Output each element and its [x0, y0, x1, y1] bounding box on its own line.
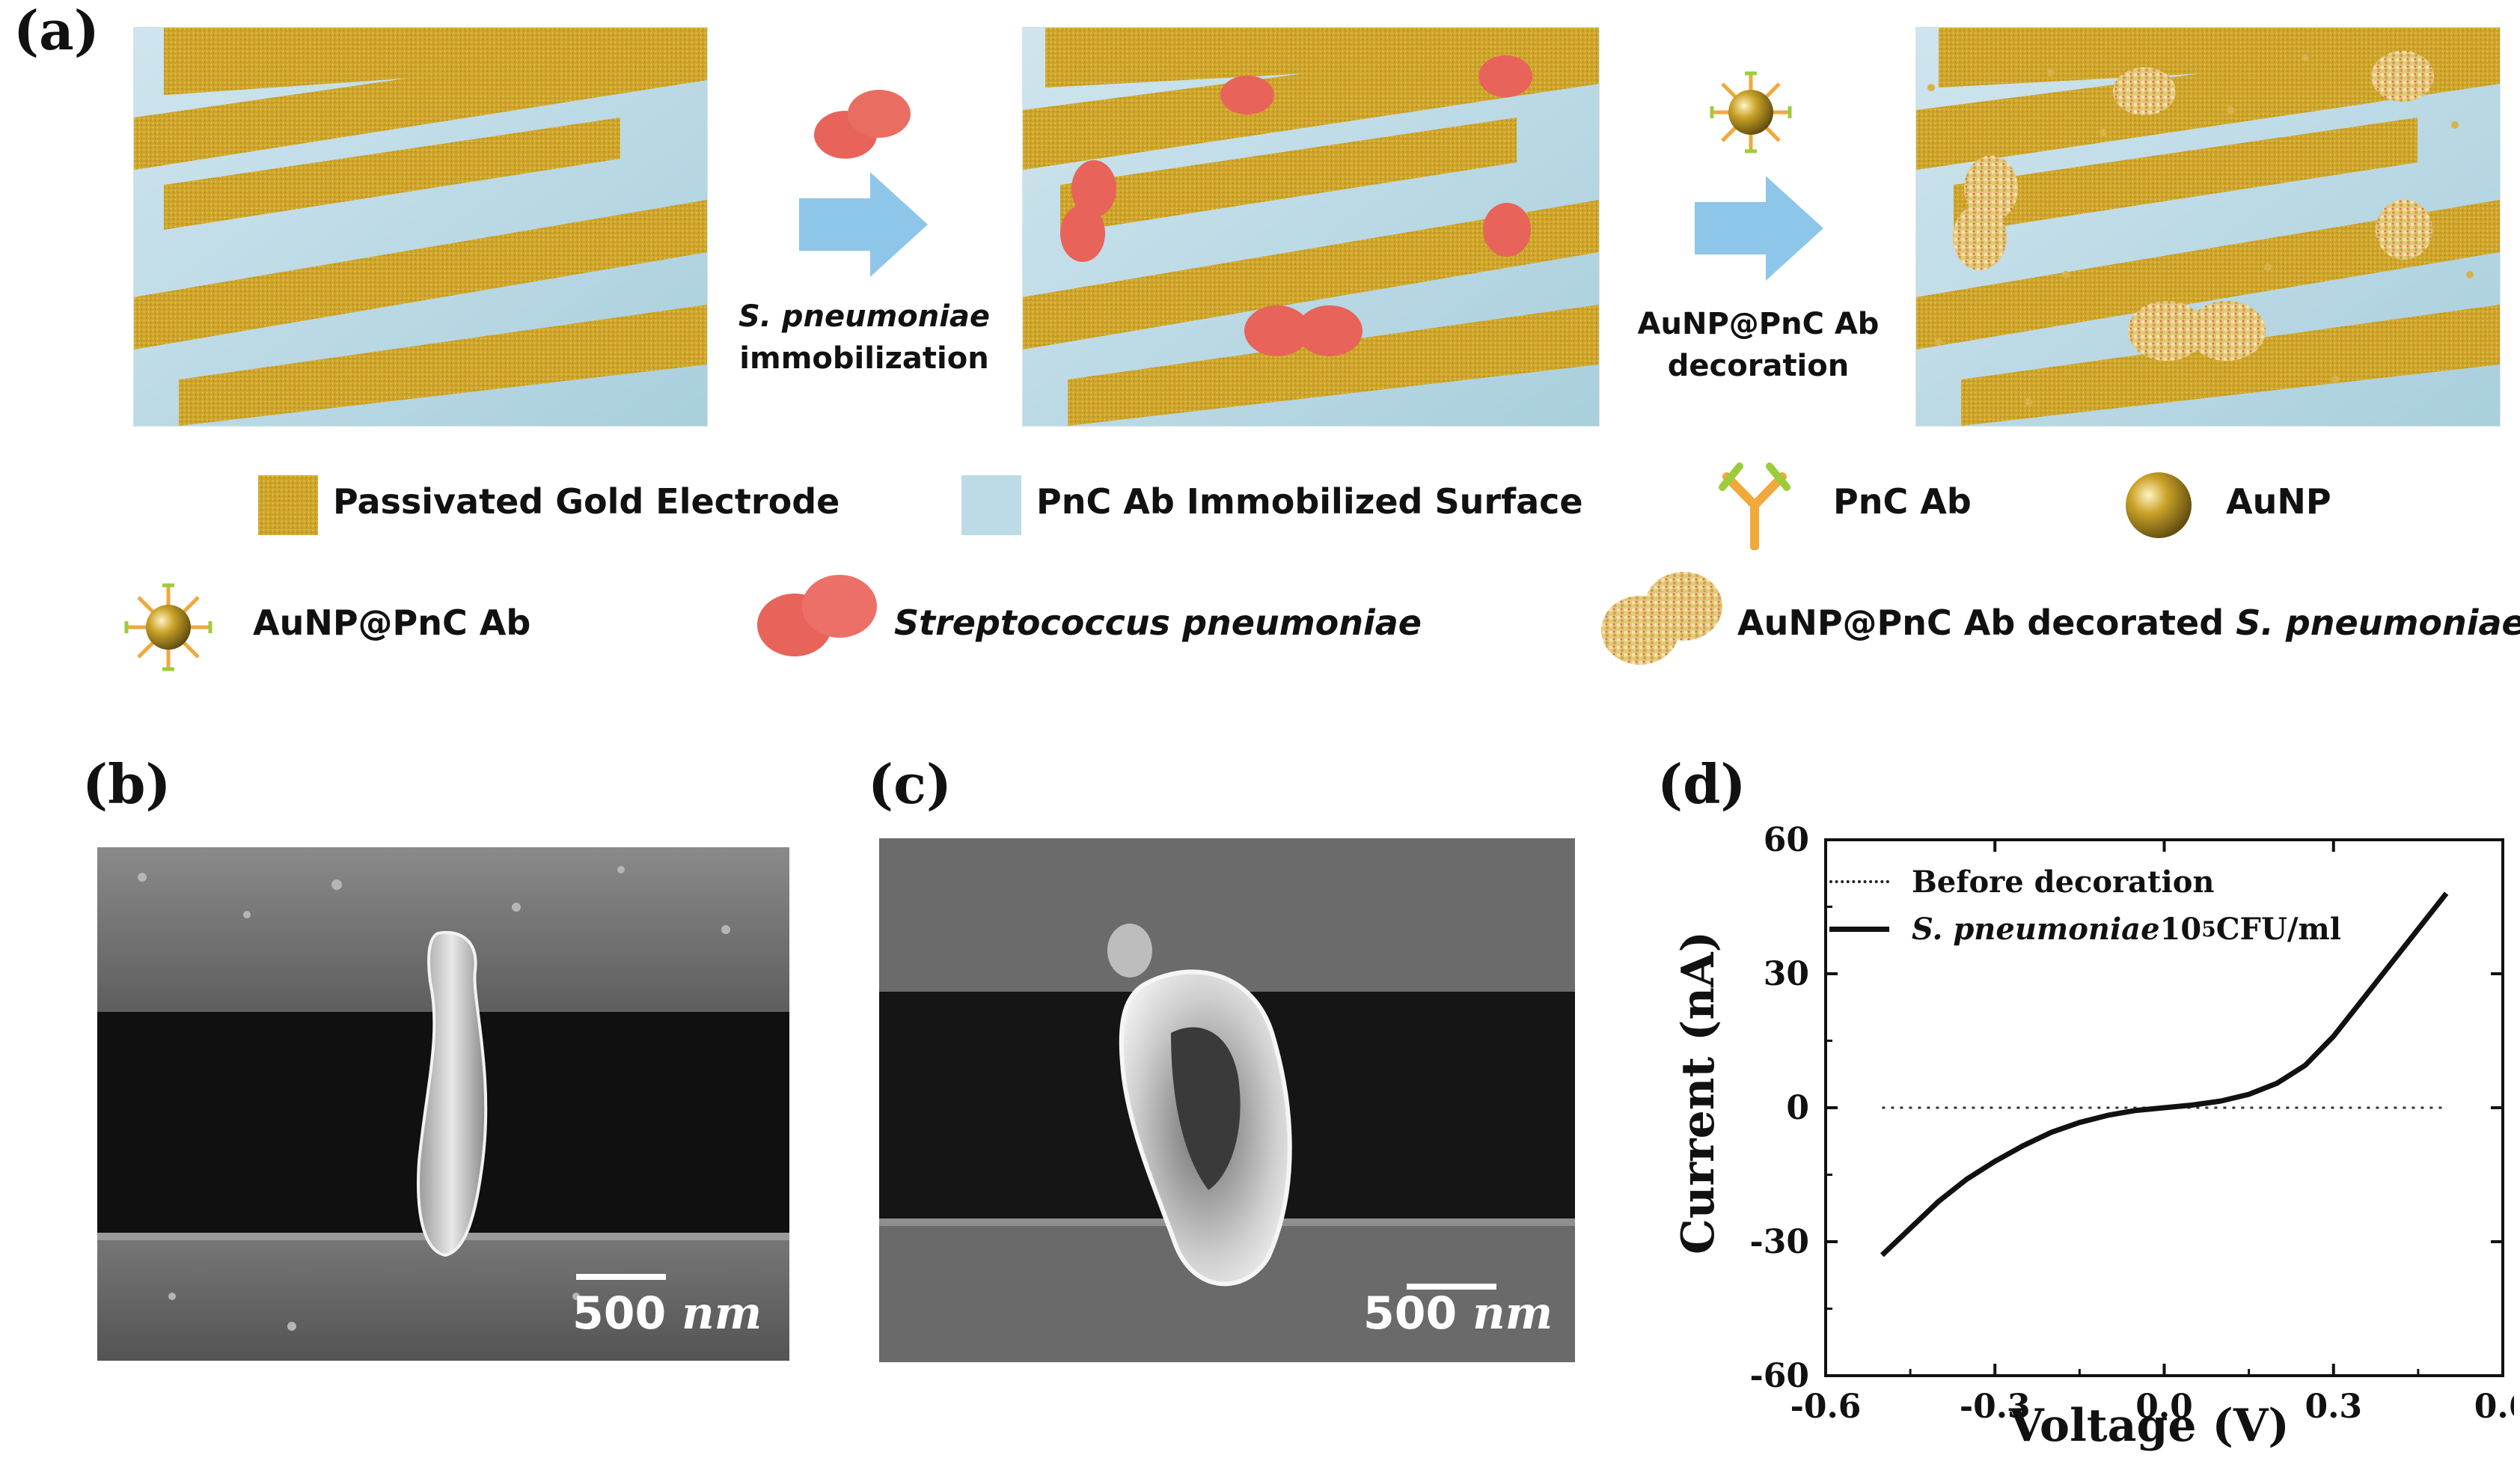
iv-chart: -0.6 -0.3 0.0 0.3 0.6 60 30 0 -30 -60	[1750, 823, 2515, 1426]
gold-electrode-swatch	[258, 475, 318, 535]
decorated-bacterium-icon	[1601, 572, 1722, 665]
x-axis-label: Voltage (V)	[2009, 1400, 2290, 1452]
legend-pnc-ab: PnC Ab	[1833, 481, 1972, 522]
y-tick-label: -60	[1750, 1357, 1810, 1395]
free-aunp-particles	[1927, 54, 2474, 406]
sem-image-c	[879, 838, 1575, 1362]
y-tick-label: -30	[1750, 1223, 1810, 1261]
y-tick-label: 30	[1764, 955, 1809, 993]
legend-entry-before: Before decoration	[1829, 861, 2341, 903]
y-tick-label: 60	[1764, 823, 1809, 859]
aunp-pnc-ab-icon	[1710, 71, 1792, 153]
electrode-scene-bare	[133, 27, 708, 427]
panel-label-b: (b)	[82, 752, 171, 816]
sem-image-b	[97, 847, 789, 1361]
decorated-bacteria	[1953, 51, 2434, 361]
gold-electrode-strip	[134, 28, 707, 426]
step-1-label: S. pneumoniae immobilization	[738, 299, 991, 376]
panel-label-a: (a)	[13, 0, 100, 62]
scalebar-label-b: 500 nm	[572, 1287, 762, 1340]
aunp-icon	[2126, 472, 2192, 538]
antibody-icon	[1719, 463, 1790, 550]
step-2-label: AuNP@PnC Ab decoration	[1637, 307, 1880, 383]
scalebar-label-c: 500 nm	[1363, 1287, 1553, 1340]
electrode-scene-bacteria	[1022, 27, 1600, 427]
streptococcus-icon	[757, 575, 877, 656]
panel-label-d: (d)	[1657, 752, 1746, 816]
process-arrow-1	[799, 172, 928, 277]
panel-label-c: (c)	[868, 752, 952, 816]
series-s-pneumoniae	[1880, 891, 2449, 1257]
legend-aunp: AuNP	[2226, 481, 2331, 522]
legend-gold-electrode: Passivated Gold Electrode	[333, 481, 840, 522]
process-arrow-2	[1695, 176, 1823, 281]
y-tick-label: 0	[1786, 1089, 1809, 1127]
x-tick-label: -0.6	[1790, 1388, 1862, 1426]
x-tick-label: 0.6	[2474, 1388, 2514, 1426]
legend-decorated: AuNP@PnC Ab decorated S. pneumoniae	[1737, 603, 2520, 643]
x-tick-label: 0.3	[2305, 1388, 2362, 1426]
pnc-surface-swatch	[961, 475, 1021, 535]
bacterium-icon	[814, 90, 911, 159]
electrode-scene-decorated	[1915, 27, 2501, 427]
bacteria-on-electrode	[1060, 55, 1532, 356]
legend-aunp-pnc-ab: AuNP@PnC Ab	[253, 603, 531, 643]
legend-streptococcus: Streptococcus pneumoniae	[894, 603, 1422, 643]
legend-pnc-surface: PnC Ab Immobilized Surface	[1036, 481, 1583, 522]
y-axis-label: Current (nA)	[1672, 931, 1725, 1254]
x-tick-label: 0.0	[2135, 1388, 2193, 1426]
aunp-pnc-ab-legend-icon	[124, 583, 212, 671]
legend-dotted-line	[1829, 880, 1889, 883]
legend-solid-line	[1829, 926, 1889, 932]
x-tick-label: -0.3	[1960, 1388, 2031, 1426]
